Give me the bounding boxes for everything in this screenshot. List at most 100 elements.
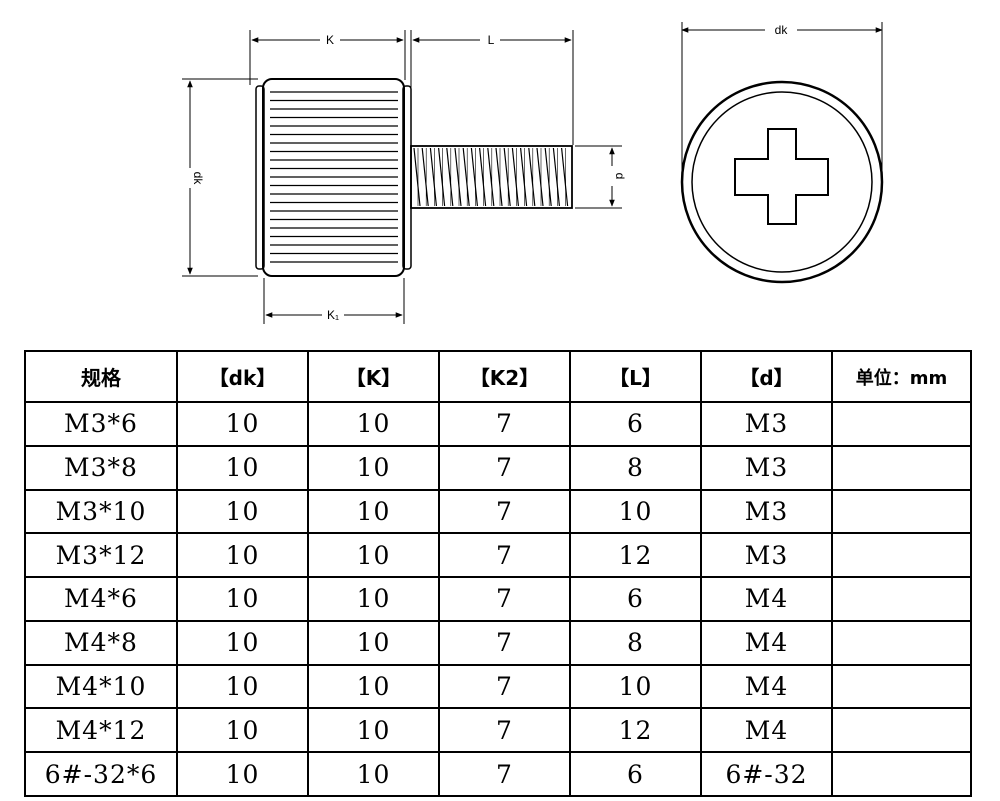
phillips-cross-icon	[734, 128, 829, 225]
cell-d: M4	[700, 576, 833, 622]
cell-d: M3	[700, 444, 833, 491]
dim-label-dk-top: dk	[775, 23, 789, 37]
cell-k2: 7	[438, 444, 571, 491]
thumb-screw-drawing: K L dk d K₁ dk	[182, 22, 884, 324]
cell-d: 6#-32	[700, 751, 833, 797]
cell-unit	[831, 619, 972, 666]
cell-l: 6	[569, 576, 702, 622]
cell-d: M4	[700, 707, 833, 754]
cell-spec: M3*10	[24, 488, 178, 535]
cell-k2: 7	[438, 488, 571, 535]
cell-l: 8	[569, 619, 702, 666]
cell-k: 10	[307, 488, 440, 535]
cell-spec: M4*12	[24, 707, 178, 754]
dim-label-dk-side: dk	[191, 172, 205, 186]
extension-lines	[182, 30, 622, 324]
cell-k2: 7	[438, 576, 571, 622]
cell-spec: 6#-32*6	[24, 751, 178, 797]
cell-spec: M4*6	[24, 576, 178, 622]
cell-k2: 7	[438, 532, 571, 579]
cell-l: 10	[569, 663, 702, 710]
header-spec: 规格	[24, 350, 178, 403]
cell-d: M3	[700, 488, 833, 535]
cell-spec: M4*8	[24, 619, 178, 666]
cell-unit	[831, 751, 972, 797]
cell-dk: 10	[176, 401, 309, 447]
side-view	[255, 78, 573, 277]
header-d: 【d】	[700, 350, 833, 403]
cell-unit	[831, 488, 972, 535]
cell-k: 10	[307, 707, 440, 754]
cell-l: 12	[569, 707, 702, 754]
dim-label-l: L	[488, 33, 495, 47]
cell-k: 10	[307, 532, 440, 579]
cell-dk: 10	[176, 488, 309, 535]
head-outer-circle	[680, 80, 884, 284]
cell-unit	[831, 532, 972, 579]
dim-label-d: d	[613, 173, 627, 180]
cell-k: 10	[307, 444, 440, 491]
cell-k2: 7	[438, 663, 571, 710]
cell-l: 12	[569, 532, 702, 579]
cell-k2: 7	[438, 619, 571, 666]
dim-label-k1: K₁	[327, 308, 339, 322]
cell-l: 6	[569, 751, 702, 797]
cell-unit	[831, 663, 972, 710]
cell-dk: 10	[176, 444, 309, 491]
cell-dk: 10	[176, 619, 309, 666]
cell-k2: 7	[438, 401, 571, 447]
cell-l: 10	[569, 488, 702, 535]
cell-spec: M3*12	[24, 532, 178, 579]
cell-d: M3	[700, 532, 833, 579]
cell-dk: 10	[176, 532, 309, 579]
cell-spec: M4*10	[24, 663, 178, 710]
cell-unit	[831, 707, 972, 754]
cell-k2: 7	[438, 751, 571, 797]
cell-spec: M3*8	[24, 444, 178, 491]
dim-label-k: K	[326, 33, 334, 47]
cell-d: M4	[700, 663, 833, 710]
cell-k: 10	[307, 401, 440, 447]
threaded-shank	[410, 145, 573, 209]
head-inner-circle	[691, 91, 873, 273]
cell-unit	[831, 576, 972, 622]
cell-k: 10	[307, 619, 440, 666]
header-k2: 【K2】	[438, 350, 571, 403]
cell-dk: 10	[176, 663, 309, 710]
knurl-lines	[270, 91, 398, 263]
cell-d: M4	[700, 619, 833, 666]
header-k: 【K】	[307, 350, 440, 403]
cell-dk: 10	[176, 707, 309, 754]
thread-lines	[413, 147, 569, 207]
cell-dk: 10	[176, 751, 309, 797]
cell-unit	[831, 444, 972, 491]
cell-k: 10	[307, 751, 440, 797]
cell-spec: M3*6	[24, 401, 178, 447]
cell-unit	[831, 401, 972, 447]
dimension-lines	[187, 27, 883, 318]
header-dk: 【dk】	[176, 350, 309, 403]
header-unit: 单位：mm	[831, 350, 972, 403]
header-l: 【L】	[569, 350, 702, 403]
end-view	[680, 22, 884, 284]
cell-d: M3	[700, 401, 833, 447]
cell-l: 8	[569, 444, 702, 491]
cell-k: 10	[307, 663, 440, 710]
cell-l: 6	[569, 401, 702, 447]
cell-dk: 10	[176, 576, 309, 622]
cell-k2: 7	[438, 707, 571, 754]
table-header-row: 规格 【dk】 【K】 【K2】 【L】 【d】 单位：mm	[24, 350, 972, 403]
knurled-head	[262, 78, 405, 277]
cell-k: 10	[307, 576, 440, 622]
